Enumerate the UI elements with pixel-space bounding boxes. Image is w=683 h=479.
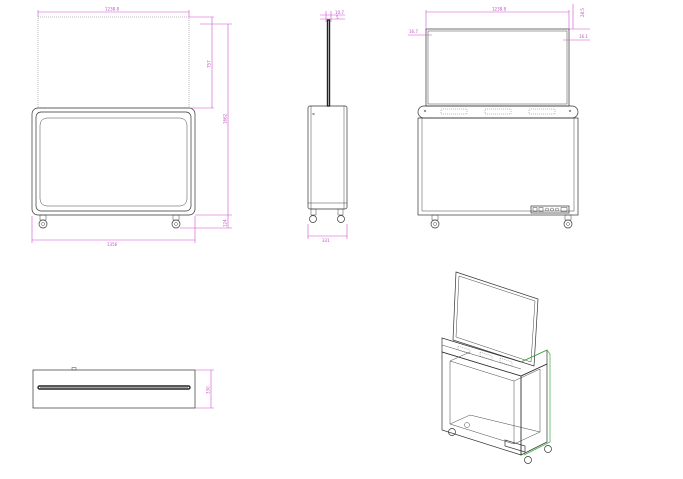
isometric-view — [441, 271, 552, 464]
front-screen — [37, 16, 190, 109]
iso-green-edge — [520, 349, 551, 456]
top-cabinet — [32, 369, 196, 409]
back-top-rail — [417, 105, 579, 119]
back-screen-width-dim: 1238.8 — [492, 7, 506, 12]
back-view: 1238.8 28.5 16.7 16.1 — [408, 4, 590, 229]
back-right-offset-dim: 16.1 — [579, 34, 588, 39]
front-cabinet-width-dim: 1356 — [107, 242, 118, 247]
iso-vents — [457, 345, 513, 367]
front-casters — [38, 214, 181, 229]
back-top-offset-dim: 28.5 — [580, 8, 585, 17]
front-base-height-dim: 124 — [223, 219, 228, 227]
front-cabinet-outer — [31, 107, 196, 216]
side-cabinet — [307, 105, 348, 210]
back-cabinet — [417, 117, 579, 216]
side-view: 10.7 5 331 — [307, 10, 348, 243]
iso-cabinet-front — [441, 351, 522, 456]
top-depth-dim: 330 — [206, 386, 211, 394]
front-screen-width-dim: 1238.8 — [105, 7, 119, 12]
back-left-offset-dim: 16.7 — [409, 29, 418, 34]
front-screen-height-dim: 757 — [207, 60, 212, 68]
iso-casters — [448, 422, 552, 464]
side-screen-panel — [326, 19, 331, 107]
front-total-height-dim: 1662 — [223, 113, 228, 124]
iso-screen — [452, 271, 539, 367]
back-vent-grilles — [440, 108, 556, 115]
iso-connector-panel — [504, 439, 526, 453]
side-casters — [309, 208, 345, 223]
iso-cabinet-side — [520, 363, 548, 456]
back-casters — [430, 214, 573, 229]
top-screen-bar — [37, 385, 191, 390]
side-top-sub-dim: 5 — [336, 15, 339, 20]
back-connector-panel — [530, 205, 570, 214]
side-top-dim: 10.7 — [335, 10, 344, 15]
top-view: 330 — [32, 367, 214, 409]
front-cabinet-inner — [35, 111, 192, 212]
front-cabinet-opening — [39, 117, 188, 207]
side-depth-dim: 331 — [322, 238, 330, 243]
back-screen — [425, 28, 570, 107]
front-view: 1238.8 757 1662 124 1356 — [31, 7, 232, 247]
